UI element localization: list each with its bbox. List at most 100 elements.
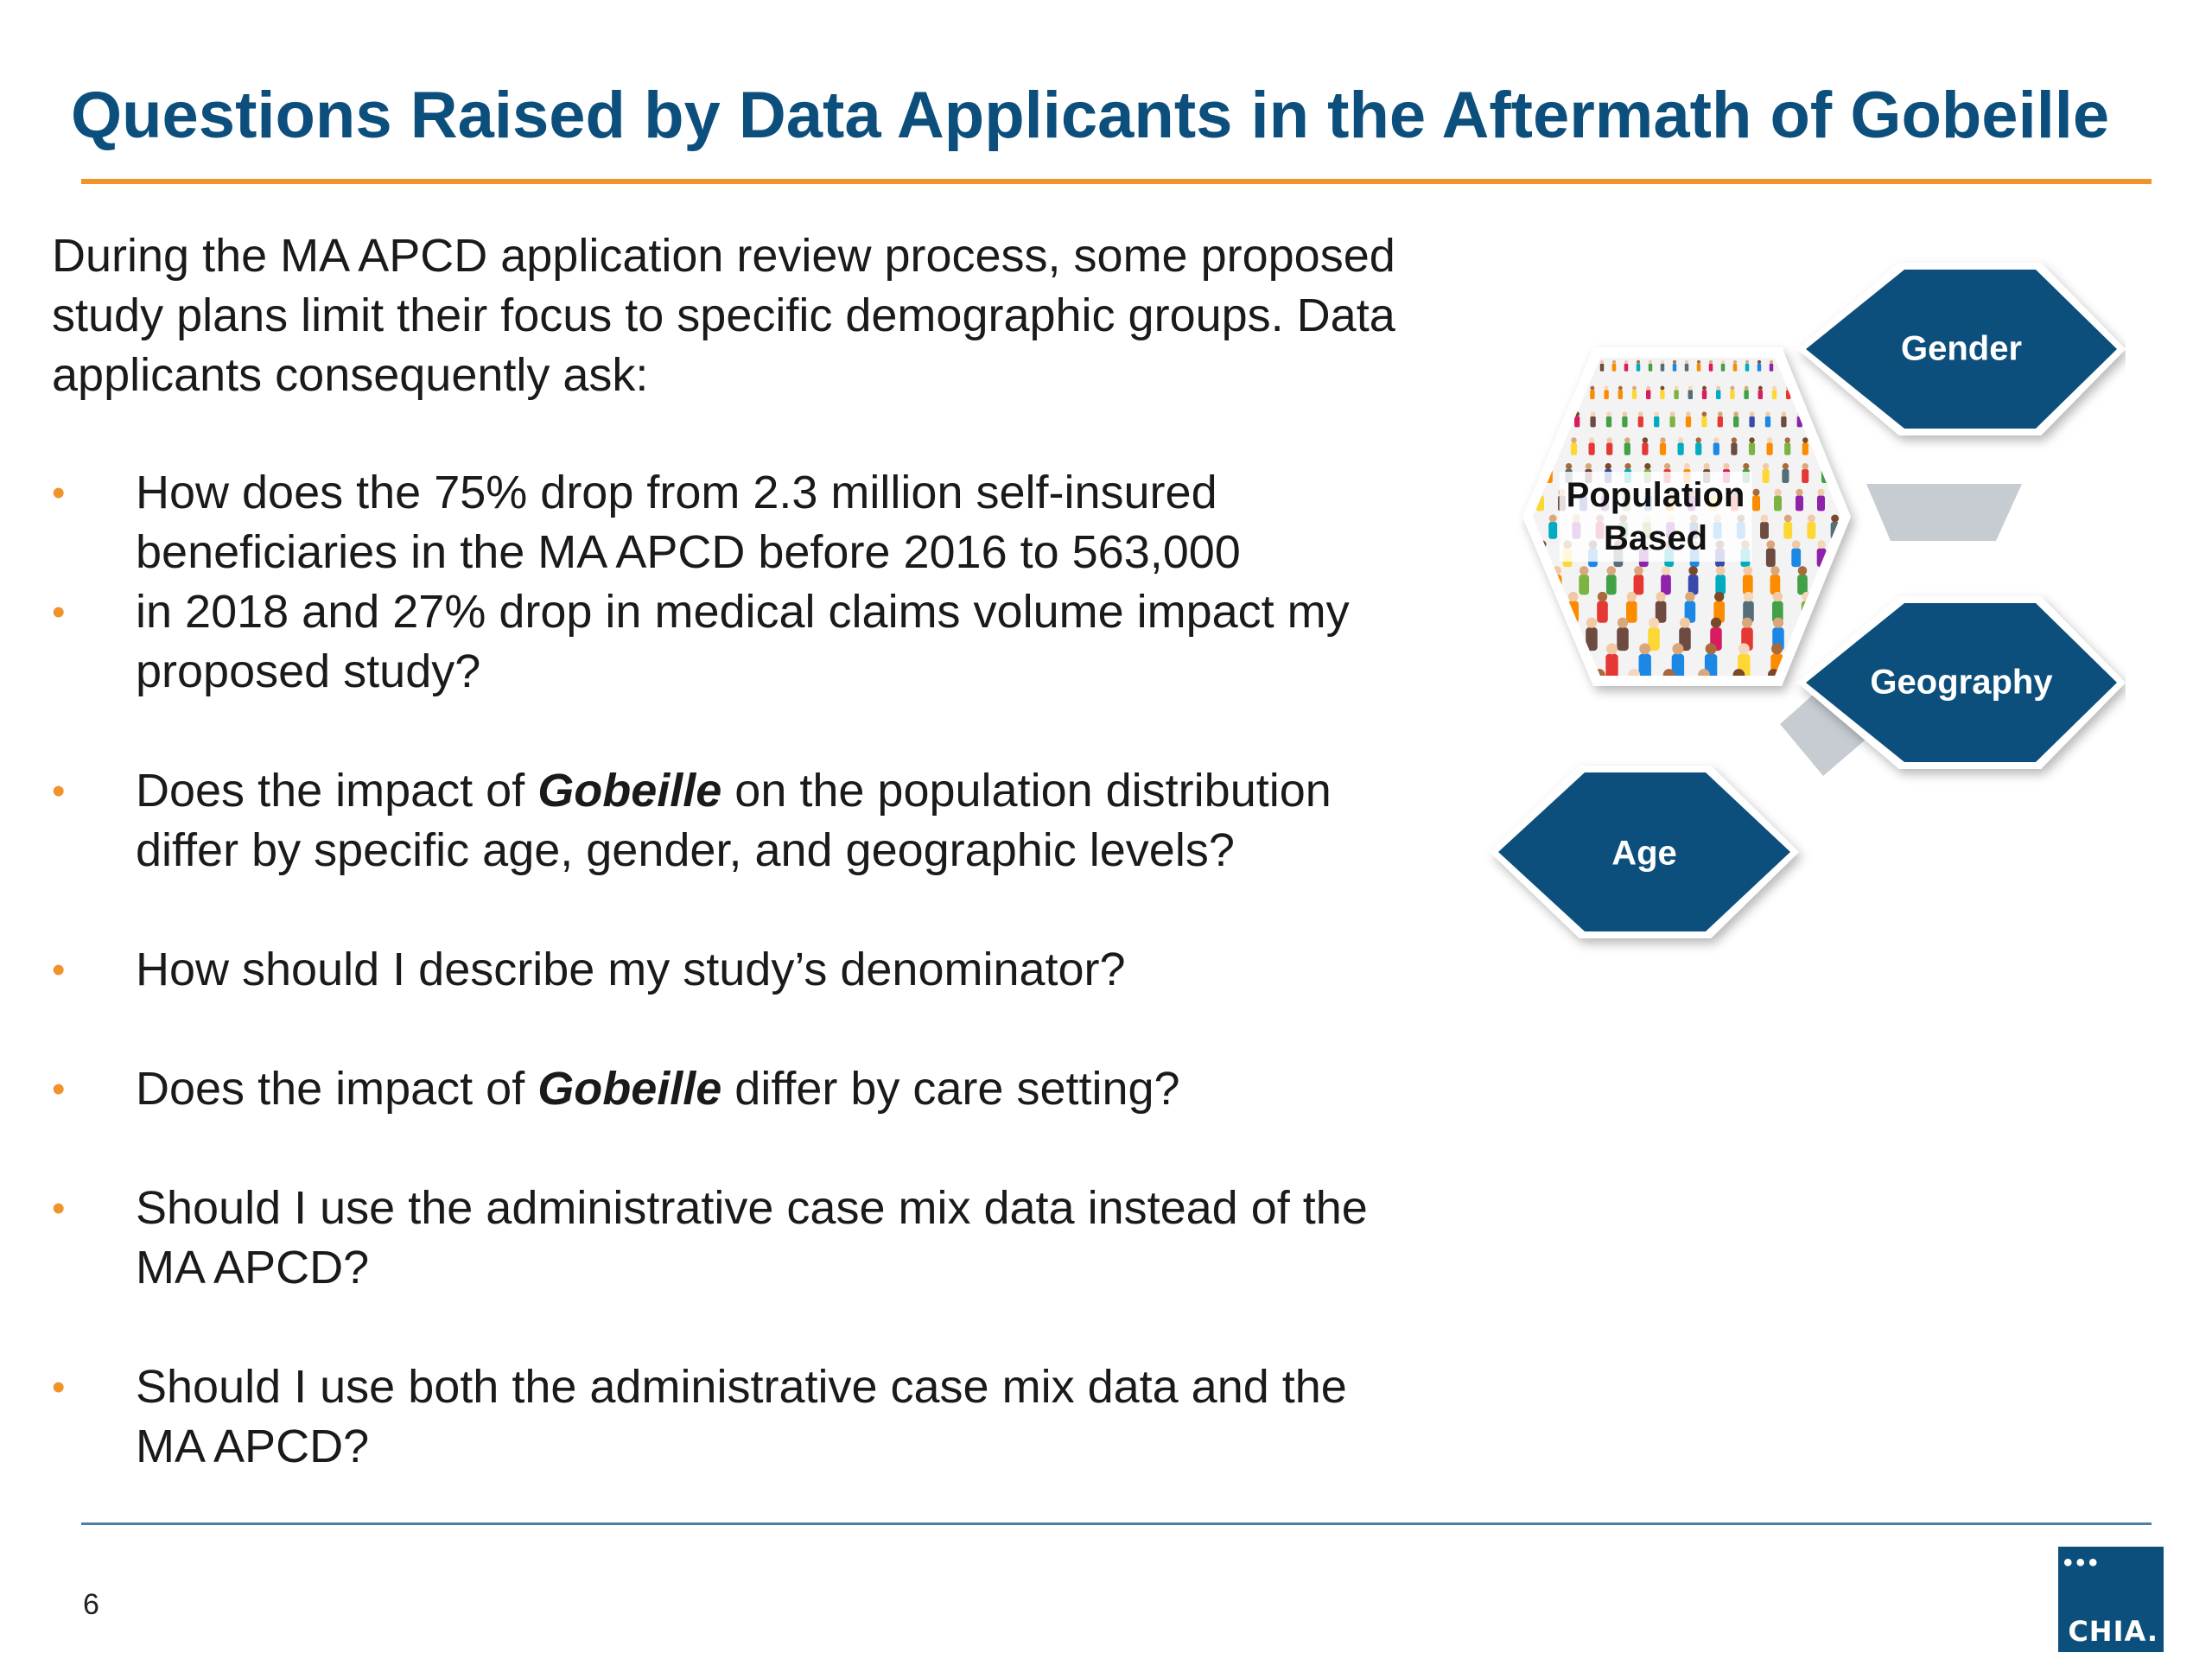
crowd-person (1701, 416, 1707, 428)
crowd-person-head (1571, 437, 1577, 443)
age-label: Age (1611, 834, 1677, 873)
crowd-person (1586, 627, 1598, 652)
crowd-person-head (1752, 488, 1760, 496)
crowd-person-head (1548, 514, 1557, 523)
crowd-person (1548, 521, 1558, 539)
crowd-person-head (1757, 359, 1762, 364)
crowd-person-head (1827, 385, 1833, 391)
crowd-person-head (1743, 591, 1754, 602)
crowd-person (1542, 416, 1548, 428)
crowd-person-head (1648, 359, 1653, 364)
crowd-person-head (1744, 385, 1749, 391)
crowd-person (1749, 416, 1755, 428)
crowd-person-head (1568, 591, 1579, 602)
gobeille-emphasis: Gobeille (537, 765, 722, 817)
crowd-person (1802, 468, 1809, 484)
crowd-person-head (1745, 359, 1750, 364)
crowd-person-head (1539, 359, 1544, 364)
crowd-person (1685, 416, 1692, 428)
crowd-person (1588, 442, 1595, 455)
crowd-person (1827, 390, 1833, 400)
crowd-person-head (1575, 359, 1580, 364)
crowd-person (1688, 575, 1699, 595)
gender-hexagon (1797, 263, 2126, 435)
crowd-person-head (1710, 617, 1722, 628)
crowd-person-head (1685, 591, 1695, 602)
crowd-person-head (1695, 437, 1701, 443)
crowd-person (1561, 390, 1567, 400)
crowd-person (1539, 653, 1553, 676)
crowd-person-head (1814, 385, 1819, 391)
crowd-person (1611, 363, 1617, 372)
gender-label: Gender (1900, 329, 2023, 368)
crowd-person-head (1660, 385, 1665, 391)
population-based-label: Population Based (1559, 472, 1752, 562)
crowd-person-head (1535, 437, 1541, 443)
crowd-person (1533, 627, 1535, 652)
bullet-2-line-2: differ by specific age, gender, and geog… (136, 824, 1235, 876)
crowd-person-head (1562, 385, 1567, 391)
crowd-person-head (1551, 359, 1556, 364)
crowd-person (1638, 653, 1651, 676)
crowd-person (1660, 390, 1665, 400)
crowd-person-head (1622, 411, 1628, 417)
crowd-person-head (1624, 462, 1631, 470)
crowd-person-head (1783, 514, 1792, 523)
crowd-person-head (1606, 411, 1611, 417)
crowd-person (1688, 390, 1693, 400)
crowd-person-head (1703, 462, 1710, 470)
crowd-person (1765, 548, 1776, 568)
crowd-person (1842, 390, 1847, 399)
crowd-person (1803, 627, 1815, 652)
bullet-1-text-1: How does the 75% drop from 2.3 million s… (136, 467, 1217, 518)
title-divider (81, 179, 2152, 184)
crowd-person (1534, 390, 1539, 400)
crowd-person (1648, 627, 1660, 652)
crowd-person-head (1720, 359, 1726, 364)
crowd-person-head (1634, 566, 1643, 575)
crowd-person (1845, 416, 1850, 428)
crowd-person (1535, 442, 1541, 455)
crowd-person (1817, 495, 1825, 512)
crowd-person (1802, 442, 1808, 455)
crowd-person-head (1672, 643, 1684, 655)
crowd-person-head (1800, 385, 1805, 391)
crowd-person (1597, 601, 1608, 623)
crowd-person-head (1731, 437, 1738, 443)
crowd-person (1743, 601, 1754, 623)
crowd-person (1590, 416, 1596, 428)
crowd-person-head (1796, 488, 1803, 496)
crowd-person-head (1841, 463, 1847, 469)
crowd-person (1606, 442, 1613, 455)
crowd-person-head (1624, 359, 1629, 364)
crowd-person (1570, 442, 1578, 455)
crowd-person (1805, 363, 1810, 372)
crowd-person (1633, 575, 1644, 595)
crowd-person-head (1606, 643, 1618, 655)
crowd-person (1605, 653, 1618, 676)
crowd-person (1654, 416, 1660, 428)
crowd-person-head (1769, 359, 1774, 364)
crowd-person (1782, 468, 1789, 484)
crowd-person (1522, 680, 1535, 707)
bullet-dot-icon: • (52, 472, 66, 514)
crowd-person-head (1679, 617, 1691, 628)
crowd-person (1636, 363, 1641, 372)
crowd-person-head (1597, 591, 1608, 602)
crowd-person-head (1772, 617, 1784, 628)
crowd-person-head (1715, 566, 1726, 575)
list-item: • Should I use the administrative case m… (52, 1179, 1469, 1298)
crowd-person (1622, 416, 1628, 428)
crowd-person (1781, 416, 1787, 428)
crowd-person (1762, 468, 1770, 484)
crowd-person (1770, 575, 1781, 595)
crowd-person (1574, 416, 1580, 428)
chia-logo: ••• CHIA. (2058, 1547, 2164, 1652)
crowd-person (1642, 442, 1649, 455)
crowd-person-head (1705, 643, 1717, 655)
crowd-person (1717, 416, 1723, 428)
crowd-person-head (1772, 591, 1783, 602)
logo-dots-icon: ••• (2063, 1548, 2101, 1577)
crowd-person (1842, 548, 1852, 567)
crowd-person (1758, 390, 1763, 400)
